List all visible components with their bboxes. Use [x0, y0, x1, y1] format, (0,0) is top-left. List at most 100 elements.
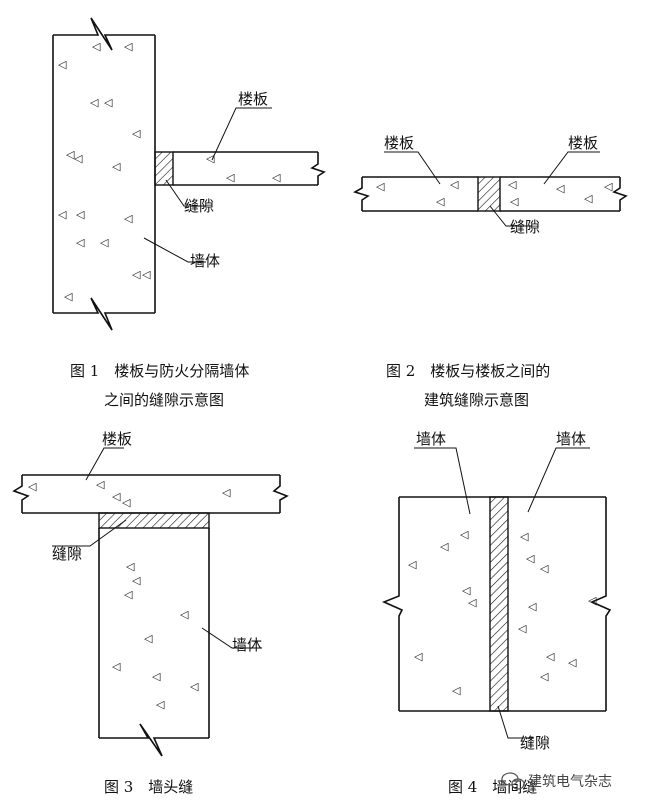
triangle-glyph: ◁	[112, 490, 121, 503]
fig2-caption-line1: 图 2 楼板与楼板之间的	[386, 362, 550, 380]
fig3-slab-right-break	[272, 475, 289, 513]
triangle-glyph: ◁	[144, 632, 153, 645]
fig1-gap-label: 缝隙	[184, 197, 214, 215]
fig4-gap-hatch	[489, 496, 509, 712]
fig3-slab-leader	[85, 447, 124, 481]
triangle-glyph: ◁	[452, 684, 461, 697]
triangle-glyph: ◁	[526, 552, 535, 565]
triangle-glyph: ◁	[156, 698, 165, 711]
triangle-glyph: ◁	[190, 680, 199, 693]
triangle-glyph: ◁	[96, 478, 105, 491]
fig4-wall-left-label: 墙体	[416, 430, 446, 448]
fig2-slab-left-label: 楼板	[384, 134, 414, 152]
fig4-wall-right-break	[590, 497, 612, 711]
figure-4: ◁ ◁ ◁ ◁ ◁ ◁ ◁ ◁ ◁ ◁ ◁ ◁ ◁ ◁ ◁ ◁ 墙体 墙体 缝隙…	[381, 430, 612, 796]
triangle-glyph: ◁	[508, 178, 517, 191]
fig2-aggregate-marks: ◁ ◁ ◁ ◁ ◁ ◁ ◁ ◁	[376, 178, 613, 208]
triangle-glyph: ◁	[450, 178, 459, 191]
triangle-glyph: ◁	[132, 268, 141, 281]
watermark: 建筑电气杂志	[501, 772, 612, 790]
triangle-glyph: ◁	[132, 574, 141, 587]
fig3-gap-leader	[52, 519, 127, 547]
fig4-gap-label: 缝隙	[520, 734, 550, 752]
fig4-gap-leader	[497, 705, 534, 739]
fig3-gap-label: 缝隙	[52, 545, 82, 563]
fig1-wall-leader	[143, 237, 206, 263]
triangle-glyph: ◁	[510, 195, 519, 208]
fig3-wall-bottom-break	[99, 723, 209, 757]
fig1-wall-bottom-break	[53, 297, 155, 331]
triangle-glyph: ◁	[180, 608, 189, 621]
triangle-glyph: ◁	[58, 58, 67, 71]
triangle-glyph: ◁	[376, 180, 385, 193]
triangle-glyph: ◁	[90, 96, 99, 109]
triangle-glyph: ◁	[460, 528, 469, 541]
triangle-glyph: ◁	[126, 560, 135, 573]
fig2-gap-label: 缝隙	[510, 218, 540, 236]
figure-3: ◁ ◁ ◁ ◁ ◁ ◁ ◁ ◁ ◁ ◁ ◁ ◁ ◁ ◁ 楼板 缝隙 墙体 图 3…	[12, 430, 289, 796]
triangle-glyph: ◁	[142, 268, 151, 281]
triangle-glyph: ◁	[132, 127, 141, 140]
triangle-glyph: ◁	[64, 290, 73, 303]
watermark-text: 建筑电气杂志	[528, 774, 612, 790]
triangle-glyph: ◁	[124, 588, 133, 601]
fig1-gap-leader	[165, 179, 206, 207]
triangle-glyph: ◁	[540, 562, 549, 575]
fig1-slab-label: 楼板	[238, 90, 268, 108]
fig2-caption-line2: 建筑缝隙示意图	[424, 391, 529, 409]
triangle-glyph: ◁	[540, 670, 549, 683]
fig2-gap-hatch	[477, 176, 501, 212]
fig3-slab-label: 楼板	[102, 430, 132, 448]
triangle-glyph: ◁	[28, 480, 37, 493]
triangle-glyph: ◁	[152, 670, 161, 683]
triangle-glyph: ◁	[588, 594, 597, 607]
triangle-glyph: ◁	[604, 180, 613, 193]
fig1-aggregate-marks: ◁ ◁ ◁ ◁ ◁ ◁ ◁ ◁ ◁ ◁ ◁ ◁ ◁ ◁ ◁ ◁ ◁ ◁ ◁ ◁	[58, 40, 281, 303]
triangle-glyph: ◁	[58, 208, 67, 221]
fig3-slab-left-break	[12, 475, 30, 513]
triangle-glyph: ◁	[104, 96, 113, 109]
fig1-slab-break	[310, 152, 326, 185]
triangle-glyph: ◁	[518, 622, 527, 635]
triangle-glyph: ◁	[124, 212, 133, 225]
triangle-glyph: ◁	[112, 160, 121, 173]
fig1-gap-hatch	[154, 151, 174, 186]
triangle-glyph: ◁	[76, 208, 85, 221]
triangle-glyph: ◁	[556, 182, 565, 195]
triangle-glyph: ◁	[520, 530, 529, 543]
triangle-glyph: ◁	[226, 171, 235, 184]
triangle-glyph: ◁	[440, 540, 449, 553]
fig4-aggregate-marks: ◁ ◁ ◁ ◁ ◁ ◁ ◁ ◁ ◁ ◁ ◁ ◁ ◁ ◁ ◁ ◁	[408, 528, 597, 697]
triangle-glyph: ◁	[112, 660, 121, 673]
triangle-glyph: ◁	[206, 152, 215, 165]
triangle-glyph: ◁	[92, 40, 101, 53]
triangle-glyph: ◁	[272, 171, 281, 184]
fig1-wall-top-break	[53, 17, 155, 51]
triangle-glyph: ◁	[436, 195, 445, 208]
fig4-wall-right-label: 墙体	[556, 430, 586, 448]
triangle-glyph: ◁	[74, 152, 83, 165]
triangle-glyph: ◁	[546, 650, 555, 663]
triangle-glyph: ◁	[462, 584, 471, 597]
triangle-glyph: ◁	[66, 148, 75, 161]
figure-1: ◁ ◁ ◁ ◁ ◁ ◁ ◁ ◁ ◁ ◁ ◁ ◁ ◁ ◁ ◁ ◁ ◁ ◁ ◁ ◁ …	[52, 17, 326, 409]
triangle-glyph: ◁	[414, 650, 423, 663]
fig1-wall-label: 墙体	[190, 252, 220, 270]
triangle-glyph: ◁	[584, 192, 593, 205]
fig3-aggregate-marks: ◁ ◁ ◁ ◁ ◁ ◁ ◁ ◁ ◁ ◁ ◁ ◁ ◁ ◁	[28, 478, 231, 711]
fig1-caption-line2: 之间的缝隙示意图	[104, 391, 224, 409]
fig2-slab-left-leader	[384, 151, 441, 185]
fig4-caption: 图 4 墙间缝	[448, 778, 537, 796]
fig2-slab-right-label: 楼板	[568, 134, 598, 152]
figure-2: ◁ ◁ ◁ ◁ ◁ ◁ ◁ ◁ 楼板 楼板 缝隙 图 2 楼板与楼板之间的 建筑…	[352, 134, 628, 409]
triangle-glyph: ◁	[100, 236, 109, 249]
triangle-glyph: ◁	[222, 486, 231, 499]
wechat-icon	[501, 772, 525, 790]
triangle-glyph: ◁	[468, 596, 477, 609]
fig4-wall-left-leader	[414, 447, 471, 515]
fig4-wall-right-leader	[527, 447, 590, 513]
fig3-gap-hatch	[98, 512, 210, 529]
triangle-glyph: ◁	[408, 558, 417, 571]
fig2-slab-right-break	[612, 177, 628, 211]
